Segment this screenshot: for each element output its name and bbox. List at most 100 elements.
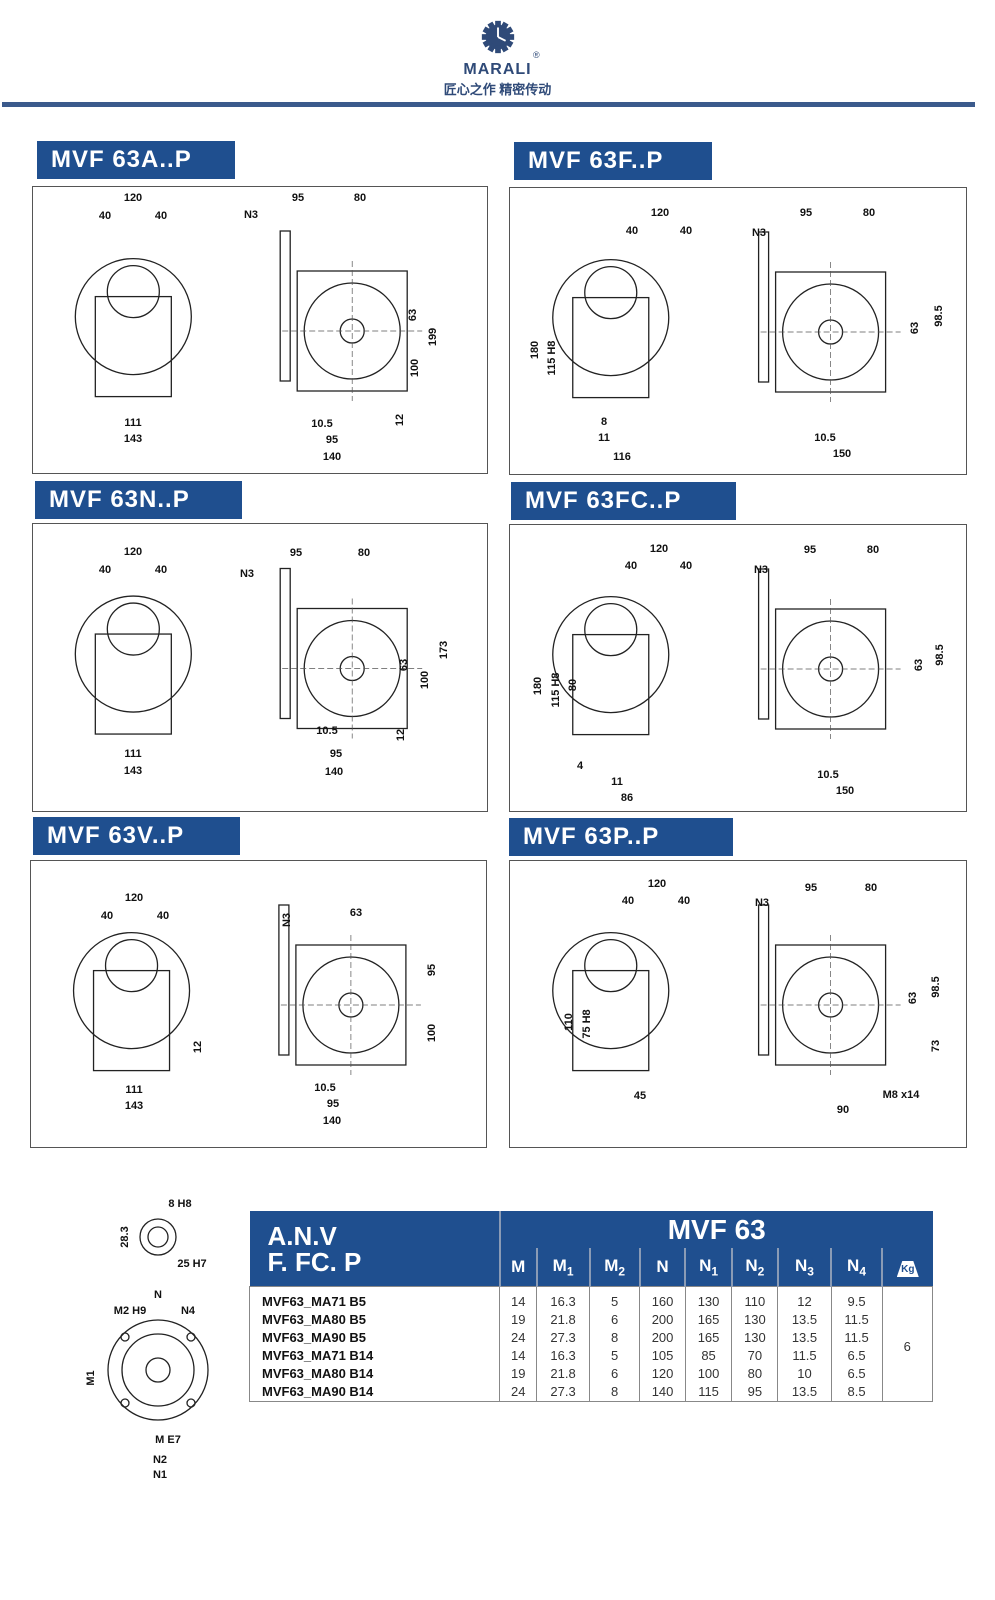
header-rule (2, 102, 975, 107)
housing-side-view (94, 633, 172, 735)
dimension-label: 80 (357, 547, 371, 559)
value-cell: 130 (731, 1311, 778, 1329)
dimension-label: 95 (803, 544, 817, 556)
worm-wheel-outline (74, 595, 192, 713)
flange (278, 904, 290, 1056)
technical-drawing (74, 567, 423, 739)
dimension-label: 115 H8 (550, 672, 562, 708)
technical-drawing (552, 568, 901, 739)
column-header-m2: M2 (588, 1248, 640, 1287)
dimension-label: 80 (864, 882, 878, 894)
value-cell: 13.5 (777, 1383, 831, 1402)
value-cell: 115 (684, 1383, 732, 1402)
housing-side-view (572, 969, 650, 1072)
panel-title: MVF 63FC..P (511, 482, 736, 520)
dimension-label: 63 (909, 321, 921, 335)
dimension-label: 75 H8 (581, 1009, 593, 1039)
marali-logo: ® MARALI 匠心之作 精密传动 (430, 18, 565, 98)
dimension-label: 63 (913, 658, 925, 672)
dimension-label: 11 (611, 776, 623, 788)
dimension-label: 40 (679, 225, 693, 237)
dimension-label: 111 (124, 417, 142, 429)
dimension-label: 40 (154, 210, 168, 222)
flange-drawing (107, 1218, 209, 1421)
dimension-label: M2 H9 (113, 1305, 147, 1317)
dimension-label: N (154, 1289, 162, 1301)
value-cell: 19 (499, 1365, 537, 1383)
dimension-label: 115 H8 (546, 340, 558, 376)
value-cell: 14 (499, 1286, 537, 1311)
dimension-label: 100 (409, 358, 421, 378)
dimension-label: 100 (426, 1023, 438, 1043)
dimension-label: N3 (243, 209, 259, 221)
column-header-n4: N4 (829, 1248, 883, 1287)
value-cell: 11.5 (830, 1329, 883, 1347)
value-cell: 85 (684, 1347, 732, 1365)
dimension-label: 98.5 (933, 305, 945, 327)
value-cell: 11.5 (777, 1347, 831, 1365)
value-cell: 13.5 (777, 1329, 831, 1347)
value-cell: 9.5 (830, 1286, 883, 1311)
dimension-label: 40 (156, 910, 170, 922)
dimension-label: 95 (804, 882, 818, 894)
value-cell: 5 (589, 1286, 640, 1311)
dimension-label: 120 (647, 878, 667, 890)
value-cell: 21.8 (536, 1311, 590, 1329)
dimension-label: 80 (866, 544, 880, 556)
dimension-label: 63 (407, 308, 419, 322)
weight-column-header: Kg (881, 1248, 933, 1287)
dimension-label: 86 (620, 792, 634, 804)
dimension-label: 40 (624, 560, 638, 572)
dimension-label: 10.5 (311, 418, 333, 430)
worm-wheel-outline (72, 931, 191, 1050)
dimension-label: 63 (349, 907, 363, 919)
dimension-label: 11 (598, 432, 610, 444)
dimension-label: 40 (154, 564, 168, 576)
value-cell: 165 (684, 1329, 732, 1347)
dimension-label: 143 (124, 1100, 144, 1112)
dimension-label: 40 (98, 210, 112, 222)
dimension-label: 10.5 (814, 432, 836, 444)
value-cell: 6.5 (830, 1365, 883, 1383)
panel-title: MVF 63P..P (509, 818, 733, 856)
dimension-label: 111 (124, 748, 142, 760)
value-cell: 24 (499, 1329, 537, 1347)
value-cell: 19 (499, 1311, 537, 1329)
flange (757, 904, 770, 1056)
brand-slogan: 匠心之作 精密传动 (443, 82, 552, 97)
dimension-label: 143 (123, 765, 143, 777)
dimension-label: 111 (125, 1084, 143, 1096)
value-cell: 140 (639, 1383, 686, 1402)
value-cell: 110 (731, 1286, 778, 1311)
dimension-label: 40 (679, 560, 693, 572)
dimension-label: N3 (281, 912, 293, 928)
column-header-n2: N2 (730, 1248, 778, 1287)
dimension-label: 173 (438, 640, 450, 660)
value-cell: 24 (499, 1383, 537, 1402)
registered-mark: ® (533, 50, 540, 60)
dimension-label: 150 (832, 448, 852, 460)
value-cell: 80 (731, 1365, 778, 1383)
panel-title: MVF 63A..P (37, 141, 235, 179)
dimension-label: 143 (123, 433, 143, 445)
dimension-label: N4 (180, 1305, 196, 1317)
value-cell: 12 (777, 1286, 831, 1311)
flange (279, 230, 291, 382)
dimension-label: 45 (633, 1090, 647, 1102)
value-cell: 130 (731, 1329, 778, 1347)
dimension-label: 10.5 (314, 1082, 336, 1094)
dimension-label: 40 (677, 895, 691, 907)
dimension-label: 95 (426, 963, 438, 977)
dimension-label: 10.5 (316, 725, 338, 737)
dimension-label: 95 (329, 748, 343, 760)
dimension-label: 80 (567, 678, 579, 692)
drawing-panel (30, 860, 487, 1148)
model-cell: MVF63_MA90 B14 (262, 1384, 374, 1399)
dimension-label: 63 (398, 658, 410, 672)
dimension-label: M8 x14 (882, 1089, 920, 1101)
dimension-label: 120 (123, 192, 143, 204)
worm-wheel-outline (552, 595, 670, 714)
